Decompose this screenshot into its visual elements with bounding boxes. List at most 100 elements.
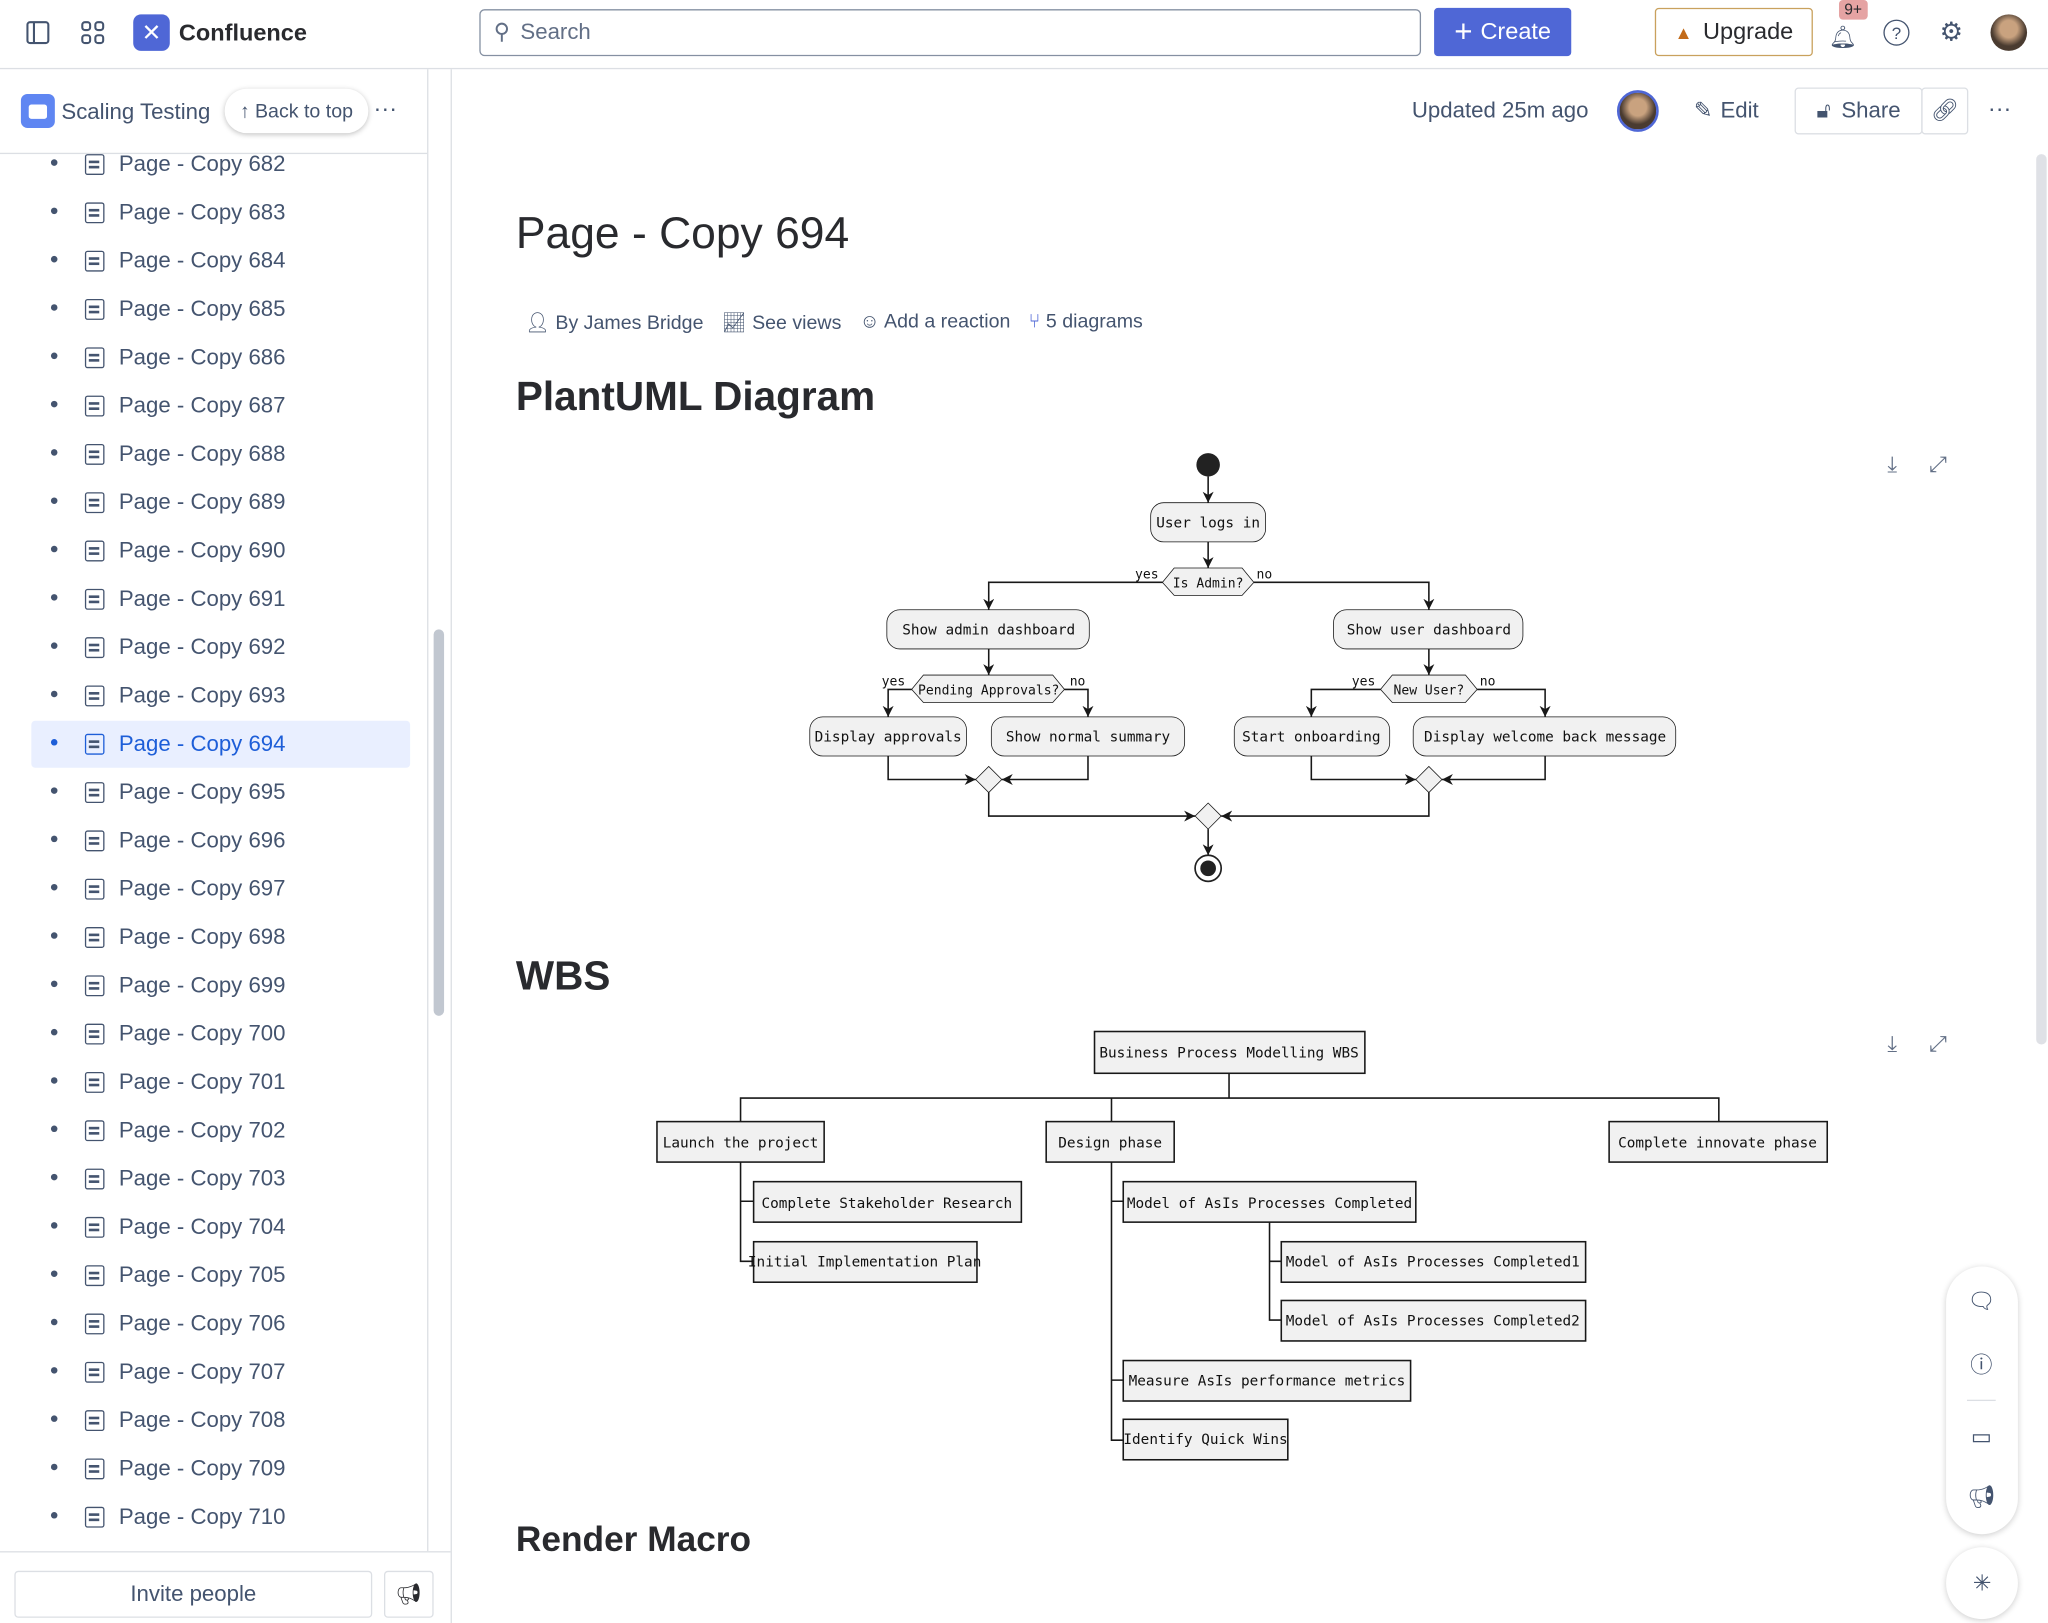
fullscreen-icon[interactable]: ⤢ <box>1929 451 1947 477</box>
sidebar-page-item[interactable]: Page - Copy 693 <box>31 672 410 719</box>
sidebar-page-item[interactable]: Page - Copy 691 <box>31 576 410 623</box>
bullet <box>50 1512 58 1519</box>
sidebar-page-item[interactable]: Page - Copy 697 <box>31 866 410 913</box>
sidebar-page-item[interactable]: Page - Copy 698 <box>31 914 410 961</box>
sidebar-page-item[interactable]: Page - Copy 696 <box>31 817 410 864</box>
svg-text:Business Process Modelling WBS: Business Process Modelling WBS <box>1099 1046 1358 1062</box>
space-name[interactable]: Scaling Testing <box>61 99 211 125</box>
fullscreen-icon[interactable]: ⤢ <box>1929 1031 1947 1057</box>
info-icon[interactable]: ⓘ <box>1970 1352 1993 1377</box>
page-icon <box>84 782 105 804</box>
sidebar-page-item[interactable]: Page - Copy 707 <box>31 1349 410 1396</box>
sidebar-page-item[interactable]: Page - Copy 699 <box>31 962 410 1009</box>
share-button[interactable]: 🔓︎Share <box>1794 87 1923 135</box>
bullet <box>50 449 58 456</box>
confluence-logo-icon[interactable]: ✕ <box>133 14 170 51</box>
svg-text:yes: yes <box>882 674 906 689</box>
page-icon <box>84 250 105 272</box>
page-label: Page - Copy 691 <box>118 586 286 612</box>
main-scrollbar[interactable] <box>2036 154 2047 1045</box>
notifications-icon[interactable]: 🔔︎ <box>1828 24 1858 50</box>
download-icon[interactable]: ⤓ <box>1887 451 1898 477</box>
invite-people-button[interactable]: Invite people <box>14 1570 373 1618</box>
page-icon <box>84 395 105 417</box>
sidebar-page-item[interactable]: Page - Copy 710 <box>31 1494 410 1541</box>
search-input[interactable]: ⚲Search <box>479 9 1422 57</box>
wbs-node <box>1045 1120 1175 1163</box>
activity-user-logs-in <box>1150 502 1267 543</box>
video-icon[interactable]: ▭ <box>1970 1424 1992 1450</box>
arrow-up-icon: ↑ <box>239 99 250 123</box>
bullet <box>50 352 58 360</box>
ai-assist-icon[interactable]: ✳ <box>1946 1547 2018 1620</box>
share-label: Share <box>1841 97 1901 123</box>
author-avatar[interactable] <box>1616 90 1659 132</box>
sidebar-page-item[interactable]: Page - Copy 688 <box>31 431 410 478</box>
merge-node <box>1415 765 1443 794</box>
sidebar-page-item[interactable]: Page - Copy 694 <box>31 720 411 768</box>
feedback-megaphone-icon[interactable]: 📢︎ <box>383 1570 434 1618</box>
upgrade-button[interactable]: ▲Upgrade <box>1654 7 1813 57</box>
more-actions-icon[interactable]: ··· <box>1987 95 2012 122</box>
page-icon <box>84 1216 105 1238</box>
sidebar-page-item[interactable]: Page - Copy 685 <box>31 286 410 333</box>
page-icon <box>84 299 105 320</box>
svg-text:yes: yes <box>1352 674 1376 689</box>
app-name[interactable]: Confluence <box>178 19 307 46</box>
svg-text:Model of AsIs Processes Comple: Model of AsIs Processes Completed1 <box>1286 1255 1580 1271</box>
see-views-button[interactable]: 📈︎ See views <box>721 312 842 335</box>
page-label: Page - Copy 710 <box>118 1504 286 1529</box>
sidebar-page-item[interactable]: Page - Copy 708 <box>31 1397 410 1444</box>
sidebar-page-item[interactable]: Page - Copy 692 <box>31 624 410 671</box>
settings-icon[interactable]: ⚙ <box>1939 17 1964 47</box>
diagrams-count[interactable]: ⑂ 5 diagrams <box>1028 310 1143 333</box>
sidebar-page-item[interactable]: Page - Copy 703 <box>31 1156 410 1203</box>
sidebar-page-item[interactable]: Page - Copy 701 <box>31 1059 410 1106</box>
space-more-icon[interactable]: ··· <box>373 95 398 122</box>
edit-button[interactable]: ✎Edit <box>1694 98 1759 124</box>
bullet <box>50 545 58 553</box>
create-button[interactable]: +Create <box>1434 7 1572 57</box>
sidebar-page-item[interactable]: Page - Copy 700 <box>31 1011 410 1058</box>
bullet <box>50 304 58 311</box>
sidebar-page-item[interactable]: Page - Copy 683 <box>31 189 410 236</box>
sidebar-page-item[interactable]: Page - Copy 695 <box>31 769 410 816</box>
page-label: Page - Copy 708 <box>118 1407 286 1433</box>
add-reaction-button[interactable]: ☺ Add a reaction <box>859 310 1011 333</box>
comment-icon[interactable]: 🗨︎ <box>1967 1288 1996 1314</box>
page-label: Page - Copy 709 <box>118 1455 286 1481</box>
sidebar-page-item[interactable]: Page - Copy 684 <box>31 238 410 285</box>
decision-pending-approvals <box>911 674 1065 703</box>
back-to-top-button[interactable]: ↑Back to top <box>224 88 369 134</box>
user-avatar[interactable] <box>1990 14 2028 51</box>
warning-icon: ▲ <box>1674 21 1693 43</box>
byline-author[interactable]: 👤︎ By James Bridge <box>525 312 704 335</box>
apps-grid-icon[interactable] <box>78 18 107 47</box>
page-icon <box>84 1313 105 1335</box>
help-icon[interactable]: ? <box>1883 19 1910 46</box>
page-label: Page - Copy 701 <box>118 1069 286 1095</box>
sidebar-page-item[interactable]: Page - Copy 682 <box>31 141 410 188</box>
sidebar-page-item[interactable]: Page - Copy 690 <box>31 528 410 575</box>
sidebar-page-item[interactable]: Page - Copy 687 <box>31 383 410 430</box>
download-icon[interactable]: ⤓ <box>1887 1031 1898 1057</box>
sidebar-page-item[interactable]: Page - Copy 705 <box>31 1252 410 1299</box>
announcement-icon[interactable]: 📢︎ <box>1967 1484 1996 1510</box>
decision-is-admin <box>1161 567 1255 596</box>
bullet <box>50 883 58 891</box>
sidebar-page-item[interactable]: Page - Copy 704 <box>31 1204 410 1251</box>
sidebar-toggle-icon[interactable] <box>24 18 53 47</box>
bullet <box>50 932 58 939</box>
sidebar-page-item[interactable]: Page - Copy 706 <box>31 1300 410 1347</box>
wbs-node <box>752 1240 978 1283</box>
copy-link-icon[interactable]: 🔗︎ <box>1921 87 1969 135</box>
sidebar-scrollbar[interactable] <box>433 629 445 1016</box>
bullet <box>50 835 58 843</box>
wbs-node <box>1608 1120 1829 1163</box>
sidebar-page-item[interactable]: Page - Copy 689 <box>31 479 410 526</box>
sidebar-page-item[interactable]: Page - Copy 709 <box>31 1445 410 1492</box>
sidebar-page-item[interactable]: Page - Copy 702 <box>31 1107 410 1154</box>
bullet <box>50 207 58 215</box>
page-icon <box>84 975 105 997</box>
sidebar-page-item[interactable]: Page - Copy 686 <box>31 334 410 381</box>
